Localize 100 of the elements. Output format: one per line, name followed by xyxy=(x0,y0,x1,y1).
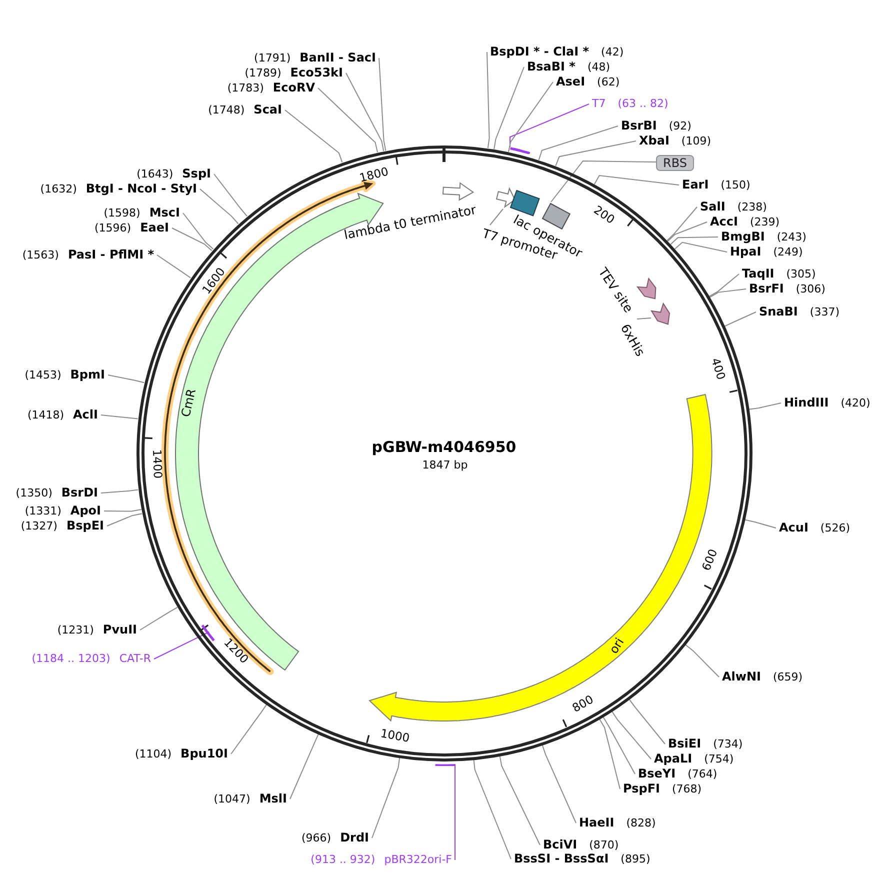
leader-line xyxy=(708,274,740,297)
cut-site-label: TaqII (305) xyxy=(742,266,816,282)
primer-mark xyxy=(434,764,456,766)
leader-line xyxy=(284,110,343,163)
leader-line xyxy=(172,228,212,252)
cut-site-label: BsiEI (734) xyxy=(668,736,743,752)
cut-site-label: EarI (150) xyxy=(682,178,750,192)
cut-site-label: AlwNI (659) xyxy=(722,670,803,684)
cut-site-label: (1350) BsrDI xyxy=(16,486,98,500)
leader-line xyxy=(154,632,210,660)
leader-line xyxy=(494,66,524,150)
cut-site-label: BsrFI (306) xyxy=(749,282,826,296)
leader-line xyxy=(550,160,658,202)
cut-site-label: BmgBI (243) xyxy=(721,230,806,244)
leader-line xyxy=(628,698,666,744)
leader-line xyxy=(372,757,400,838)
scale-number: 1800 xyxy=(358,164,390,185)
cut-site-label: (1331) ApoI xyxy=(24,504,101,518)
leader-line xyxy=(598,718,620,790)
cut-site-label: XbaI (109) xyxy=(639,134,711,148)
promoter-symbol xyxy=(494,186,516,208)
leader-line xyxy=(378,58,386,152)
cut-site-label: (1563) PasI - PflMI * xyxy=(22,248,154,262)
cut-site-label: HindIII (420) xyxy=(784,396,870,410)
scale-number: 800 xyxy=(570,692,596,715)
cut-site-label: BssSI - BssSαI (895) xyxy=(514,852,650,866)
cut-site-label: BsrBI (92) xyxy=(621,118,692,134)
plasmid-name: pGBW-m4046950 xyxy=(372,438,516,456)
cut-site-label: (1327) BspEI xyxy=(20,518,104,534)
leader-line xyxy=(106,513,142,526)
cut-site-label: BsaBI * (48) xyxy=(527,60,610,74)
leader-line xyxy=(200,188,239,224)
cut-site-label: AcuI (526) xyxy=(779,520,850,536)
leader-line xyxy=(100,414,138,420)
cut-site-label: BseYI (764) xyxy=(638,766,718,782)
leader-line xyxy=(674,242,728,252)
leader-line xyxy=(666,206,698,242)
cut-site-label: (1598) MscI xyxy=(104,206,180,220)
cut-site-label: PspFI (768) xyxy=(623,782,702,796)
leader-line xyxy=(140,606,178,630)
feature-label: lambda t0 terminator xyxy=(342,202,478,242)
leader-line xyxy=(214,174,248,217)
cut-site-label: SalI (238) xyxy=(700,200,767,214)
feature-label: CmR xyxy=(178,387,200,419)
cut-site-label: HaeII (828) xyxy=(579,816,656,830)
primer-label: T7 (63 .. 82) xyxy=(592,97,668,111)
cut-site-label: BspDI * - ClaI * (42) xyxy=(490,44,624,60)
cut-site-label: (1047) MslI xyxy=(214,792,287,806)
leader-line xyxy=(684,644,720,678)
leader-line xyxy=(290,734,319,800)
primer-label: (913 .. 932) pBR322ori-F xyxy=(310,853,452,867)
leader-line xyxy=(499,755,540,846)
leader-line xyxy=(555,140,636,166)
tag-symbol xyxy=(636,277,658,300)
scale-number: 400 xyxy=(708,356,728,382)
cut-site-label: SnaBI (337) xyxy=(759,304,840,320)
leader-line xyxy=(108,374,145,384)
cut-site-label: BciVI (870) xyxy=(543,838,619,852)
leader-line xyxy=(508,82,554,152)
cut-site-label: (1418) AclI xyxy=(27,408,98,422)
cut-site-label: (1789) Eco53kI xyxy=(244,66,343,80)
cut-site-label: (1453) BpmI xyxy=(24,368,105,382)
leader-line xyxy=(542,744,576,824)
cut-site-label: (1748) ScaI xyxy=(208,102,282,118)
cut-site-label: (1596) EaeI xyxy=(94,220,169,236)
cut-site-label: (1632) BtgI - NcoI - StyI xyxy=(40,182,197,196)
cut-site-label: (1104) Bpu10I xyxy=(134,746,228,762)
scale-number: 1000 xyxy=(379,726,410,745)
leader-line xyxy=(230,704,267,754)
cut-site-label: (1791) BanII - SacI xyxy=(254,50,376,66)
leader-line xyxy=(709,288,746,298)
leader-line xyxy=(748,402,782,410)
feature-tag: RBS xyxy=(656,155,694,171)
leader-line xyxy=(636,318,652,320)
leader-line xyxy=(473,759,512,860)
leader-line xyxy=(594,174,680,186)
leader-line xyxy=(346,72,384,152)
scale-number: 600 xyxy=(700,548,720,573)
cut-site-label: (1783) EcoRV xyxy=(227,80,315,96)
cut-site-label: HpaI (249) xyxy=(730,244,803,260)
feature-label: ori xyxy=(606,635,628,657)
leader-line xyxy=(490,208,504,226)
leader-line xyxy=(538,126,618,160)
leader-line xyxy=(100,489,139,494)
leader-line xyxy=(670,236,718,245)
scale-number: 200 xyxy=(592,203,618,227)
leader-line xyxy=(156,254,192,278)
cut-site-label: (1643) SspI xyxy=(136,166,211,182)
tag-symbol xyxy=(650,302,672,326)
leader-line xyxy=(744,519,776,528)
terminator-symbol xyxy=(440,180,475,202)
leader-line xyxy=(611,710,652,760)
leader-line xyxy=(104,509,142,512)
leader-line xyxy=(486,52,490,149)
cut-site-label: AccI (239) xyxy=(710,214,780,230)
cut-site-label: (1231) PvuII xyxy=(57,622,137,638)
leader-line xyxy=(602,716,636,774)
leader-line xyxy=(318,88,378,153)
leader-line xyxy=(667,222,708,242)
leader-line xyxy=(510,104,590,148)
